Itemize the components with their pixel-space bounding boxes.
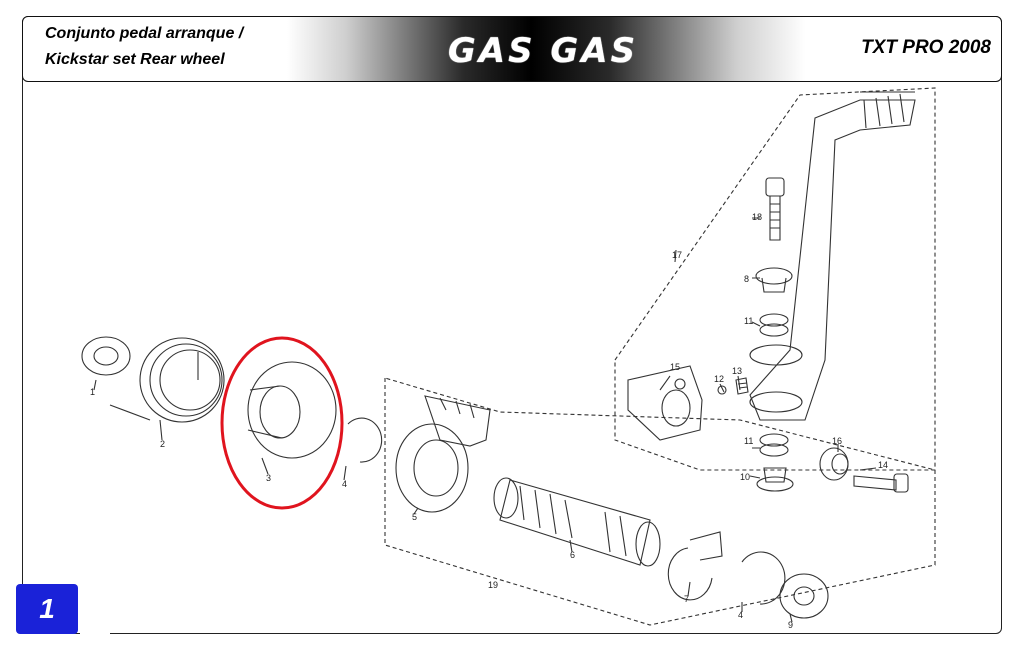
callout-18: 18 [752, 212, 762, 222]
part-screw-14 [853, 473, 909, 493]
part-clamp-15 [627, 365, 703, 441]
callout-5: 5 [412, 512, 417, 522]
title-spanish: Conjunto pedal arranque / [45, 25, 244, 42]
part-spacer-16 [819, 447, 849, 481]
assembly-19-box [384, 377, 936, 626]
part-washer-9 [779, 573, 829, 619]
callout-11-lower: 11 [744, 436, 753, 446]
highlight-circle [220, 336, 344, 510]
brand-logo: GAS GAS [447, 31, 639, 71]
title-bar: Conjunto pedal arranque / Kickstar set R… [22, 16, 1002, 82]
callout-1: 1 [90, 387, 95, 397]
part-circlip-4 [347, 417, 383, 463]
part-ball-12 [717, 385, 727, 395]
part-circlip-4b [741, 551, 786, 605]
part-bushing-10 [756, 467, 794, 492]
callout-14: 14 [878, 460, 888, 470]
callout-17: 17 [672, 250, 682, 260]
callout-4: 4 [342, 479, 347, 489]
callout-8: 8 [744, 274, 749, 284]
title-english: Kickstar set Rear wheel [45, 51, 225, 68]
part-washer-1 [81, 336, 131, 376]
page-tab-notch [80, 578, 110, 634]
callout-3: 3 [266, 473, 271, 483]
part-oring-11b [759, 433, 789, 447]
assembly-17-box [614, 87, 936, 471]
page-number-badge: 1 [16, 584, 78, 634]
callout-4b: 4 [738, 610, 743, 620]
callout-6: 6 [570, 550, 575, 560]
callout-15: 15 [670, 362, 680, 372]
callout-9: 9 [788, 620, 793, 630]
callout-13: 13 [732, 366, 742, 376]
callout-2: 2 [160, 439, 165, 449]
callout-16: 16 [832, 436, 842, 446]
part-bushing-8 [755, 267, 793, 293]
callout-19: 19 [488, 580, 498, 590]
callout-7: 7 [684, 594, 689, 604]
part-bushing-3 [247, 361, 337, 459]
callout-10: 10 [740, 472, 750, 482]
part-spring-13 [735, 377, 749, 395]
part-oring-11a2 [759, 323, 789, 337]
part-ratchet-5 [395, 395, 491, 513]
callout-11-upper: 11 [744, 316, 753, 326]
part-spring-2 [109, 337, 225, 423]
part-clip-7 [667, 531, 723, 601]
part-kick-lever [749, 91, 916, 421]
part-bolt-18 [765, 177, 785, 241]
part-oring-11b2 [759, 443, 789, 457]
model-name: TXT PRO 2008 [861, 37, 991, 58]
callout-12: 12 [714, 374, 724, 384]
part-oring-11a [759, 313, 789, 327]
part-shaft-6 [493, 477, 661, 567]
